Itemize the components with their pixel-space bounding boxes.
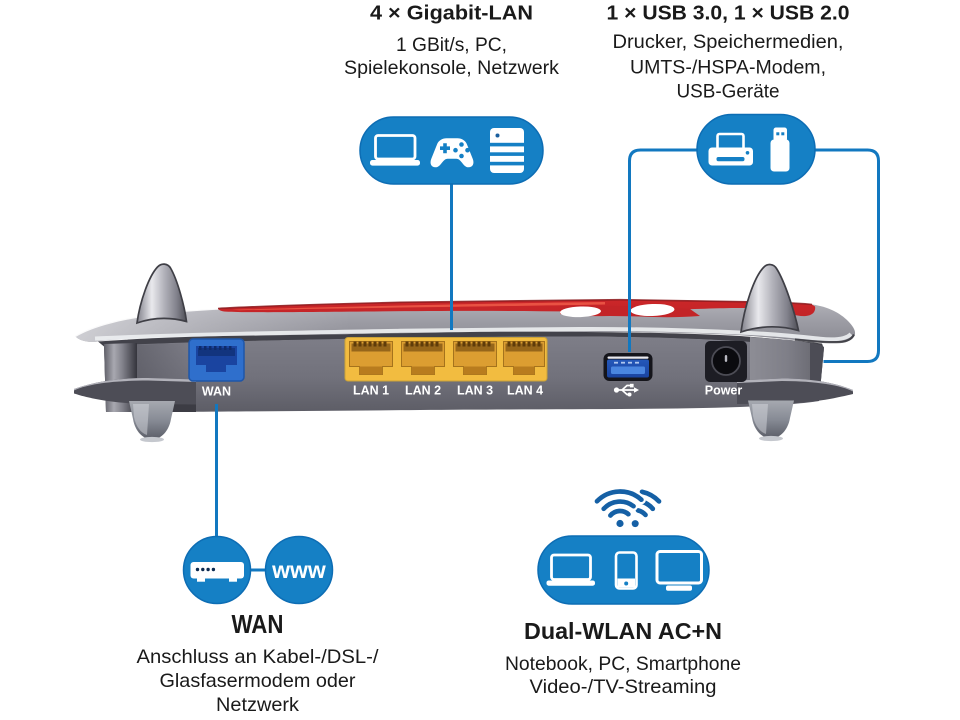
svg-text:Video-/TV-Streaming: Video-/TV-Streaming	[530, 676, 717, 698]
svg-text:www: www	[271, 557, 326, 583]
svg-text:LAN 4: LAN 4	[507, 384, 543, 398]
svg-text:Drucker, Speichermedien,: Drucker, Speichermedien,	[613, 31, 844, 53]
svg-text:Power: Power	[705, 384, 743, 398]
svg-text:4 × Gigabit-LAN: 4 × Gigabit-LAN	[370, 3, 533, 25]
svg-text:UMTS-/HSPA-Modem,: UMTS-/HSPA-Modem,	[630, 57, 826, 79]
svg-text:1 GBit/s, PC,: 1 GBit/s, PC,	[396, 34, 507, 56]
svg-text:1 × USB 3.0, 1 × USB 2.0: 1 × USB 3.0, 1 × USB 2.0	[607, 3, 850, 25]
svg-text:Spielekonsole, Netzwerk: Spielekonsole, Netzwerk	[344, 57, 559, 79]
svg-text:LAN 1: LAN 1	[353, 384, 389, 398]
svg-text:Notebook, PC, Smartphone: Notebook, PC, Smartphone	[505, 653, 741, 675]
svg-text:Dual-WLAN AC+N: Dual-WLAN AC+N	[524, 618, 722, 644]
svg-text:Glasfasermodem oder: Glasfasermodem oder	[160, 670, 357, 692]
svg-text:LAN 3: LAN 3	[457, 384, 493, 398]
svg-text:WAN: WAN	[202, 385, 231, 399]
svg-text:LAN 2: LAN 2	[405, 384, 441, 398]
svg-text:Anschluss an Kabel-/DSL-/: Anschluss an Kabel-/DSL-/	[137, 646, 380, 668]
svg-text:WAN: WAN	[232, 609, 284, 639]
svg-text:USB-Geräte: USB-Geräte	[677, 81, 780, 103]
svg-text:Netzwerk: Netzwerk	[216, 694, 299, 716]
